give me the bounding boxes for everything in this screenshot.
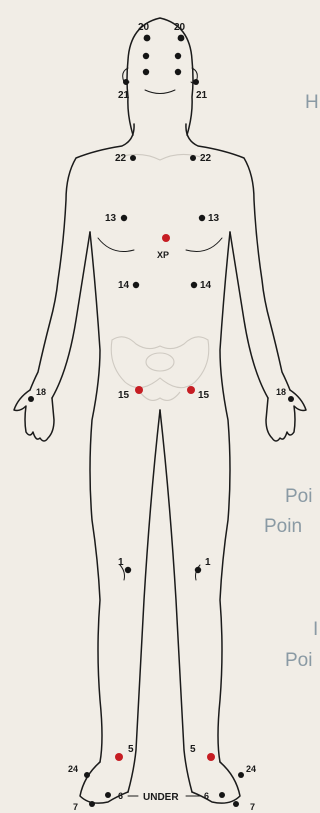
point-6-right: 6: [204, 791, 225, 801]
svg-text:7: 7: [73, 802, 78, 812]
point-13-left: 13: [105, 213, 127, 224]
point-14-right: 14: [191, 280, 212, 291]
point-7-left: 7: [73, 801, 95, 812]
svg-text:24: 24: [246, 764, 256, 774]
svg-text:22: 22: [200, 153, 212, 164]
point-13-right: 13: [199, 213, 220, 224]
skeleton-hints: [111, 154, 209, 400]
point-5-left: 5: [115, 744, 134, 761]
svg-text:20: 20: [138, 22, 150, 33]
point-21-right: 21: [193, 79, 208, 101]
svg-text:15: 15: [118, 390, 130, 401]
body-outline: [14, 18, 306, 803]
side-text-1: H: [305, 93, 319, 112]
point-21-left: 21: [118, 79, 130, 101]
svg-text:13: 13: [208, 213, 220, 224]
svg-text:1: 1: [205, 557, 211, 568]
svg-text:6: 6: [204, 791, 209, 801]
point-15-left: 15: [118, 386, 143, 401]
svg-text:13: 13: [105, 213, 117, 224]
svg-text:20: 20: [174, 22, 186, 33]
svg-text:18: 18: [36, 387, 46, 397]
point-18-right: 18: [276, 387, 294, 402]
svg-text:5: 5: [128, 744, 134, 755]
svg-text:24: 24: [68, 764, 78, 774]
point-7-right: 7: [233, 801, 255, 812]
point-24-left: 24: [68, 764, 90, 778]
point-6-left: 6: [105, 791, 123, 801]
svg-text:7: 7: [250, 802, 255, 812]
svg-text:1: 1: [118, 557, 124, 568]
svg-text:21: 21: [196, 90, 208, 101]
side-text-3: Poin: [264, 517, 302, 536]
svg-text:18: 18: [276, 387, 286, 397]
side-text-4: I: [313, 620, 318, 639]
point-15-right: 15: [187, 386, 210, 401]
point-1-left: 1: [118, 557, 131, 573]
point-20-left: 20: [138, 22, 150, 41]
point-14-left: 14: [118, 280, 139, 291]
side-text-2: Poi: [285, 487, 312, 506]
svg-text:5: 5: [190, 744, 196, 755]
svg-text:6: 6: [118, 791, 123, 801]
point-22-right: 22: [190, 153, 212, 164]
face-points: [143, 53, 181, 75]
svg-text:22: 22: [115, 153, 127, 164]
point-20-right: 20: [174, 22, 186, 41]
svg-text:14: 14: [200, 280, 212, 291]
svg-text:XP: XP: [157, 250, 169, 260]
side-text-5: Poi: [285, 651, 312, 670]
under-label-group: UNDER: [128, 792, 200, 803]
svg-text:21: 21: [118, 90, 130, 101]
point-24-right: 24: [238, 764, 256, 778]
svg-text:14: 14: [118, 280, 130, 291]
under-label: UNDER: [143, 792, 179, 803]
svg-text:15: 15: [198, 390, 210, 401]
point-1-right: 1: [195, 557, 211, 573]
point-5-right: 5: [190, 744, 215, 761]
point-xp: XP: [157, 234, 170, 260]
